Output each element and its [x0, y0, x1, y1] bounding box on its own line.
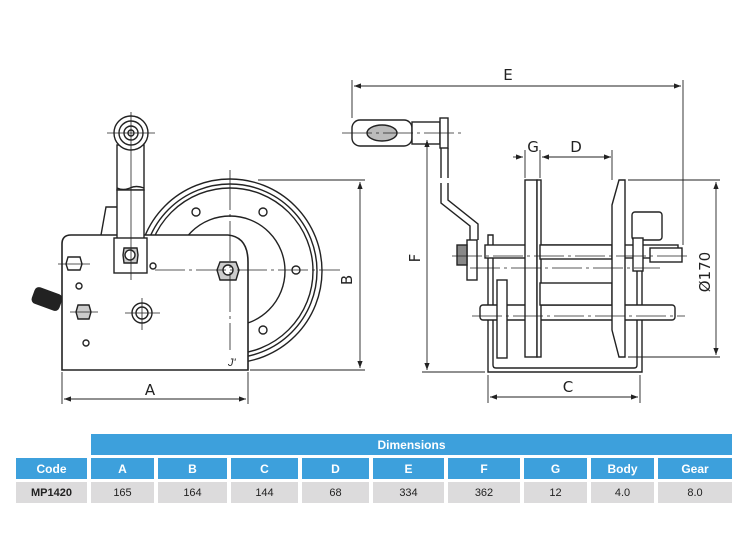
- column-header: F: [448, 458, 520, 479]
- dimensions-header: Dimensions: [91, 434, 732, 455]
- column-header: D: [302, 458, 369, 479]
- column-header: A: [91, 458, 154, 479]
- column-header: Body: [591, 458, 654, 479]
- dim-label-g: G: [527, 138, 539, 156]
- column-header: C: [231, 458, 298, 479]
- svg-text:J': J': [227, 357, 237, 369]
- dimensions-table: Dimensions Code A B C D E F G Body Gear …: [12, 431, 736, 506]
- cell-body: 4.0: [591, 482, 654, 503]
- dim-label-a: A: [145, 381, 156, 399]
- cell-c: 144: [231, 482, 298, 503]
- dim-label-diameter: Ø170: [696, 252, 714, 292]
- dim-label-e: E: [503, 66, 512, 84]
- cell-gear: 8.0: [658, 482, 732, 503]
- dim-label-f: F: [406, 254, 424, 263]
- drum-flange-right: [611, 179, 626, 358]
- table-header-row: Code A B C D E F G Body Gear: [16, 458, 732, 479]
- brake-knob: [31, 287, 63, 311]
- column-header: Code: [16, 458, 87, 479]
- side-view: [342, 117, 690, 373]
- column-header: B: [158, 458, 227, 479]
- table-row: MP1420 165 164 144 68 334 362 12 4.0 8.0: [16, 482, 732, 503]
- cell-e: 334: [373, 482, 444, 503]
- cell-a: 165: [91, 482, 154, 503]
- dimension-lines-side: [351, 80, 720, 403]
- table-group-header-row: Dimensions: [16, 434, 732, 455]
- cell-f: 362: [448, 482, 520, 503]
- column-header: Gear: [658, 458, 732, 479]
- column-header: E: [373, 458, 444, 479]
- cell-b: 164: [158, 482, 227, 503]
- cell-d: 68: [302, 482, 369, 503]
- front-view: J': [31, 112, 340, 371]
- cell-g: 12: [524, 482, 587, 503]
- dim-label-c: C: [563, 378, 573, 396]
- dim-label-d: D: [570, 138, 582, 156]
- dimension-lines-front: [61, 179, 365, 404]
- dim-label-b: B: [338, 275, 356, 285]
- drum-flange-left: [524, 179, 538, 358]
- frame-bracket: [487, 234, 643, 373]
- cell-code: MP1420: [16, 482, 87, 503]
- lower-shaft: [479, 304, 676, 321]
- winch-body: [61, 234, 249, 371]
- column-header: G: [524, 458, 587, 479]
- winch-technical-drawing: J': [31, 66, 720, 404]
